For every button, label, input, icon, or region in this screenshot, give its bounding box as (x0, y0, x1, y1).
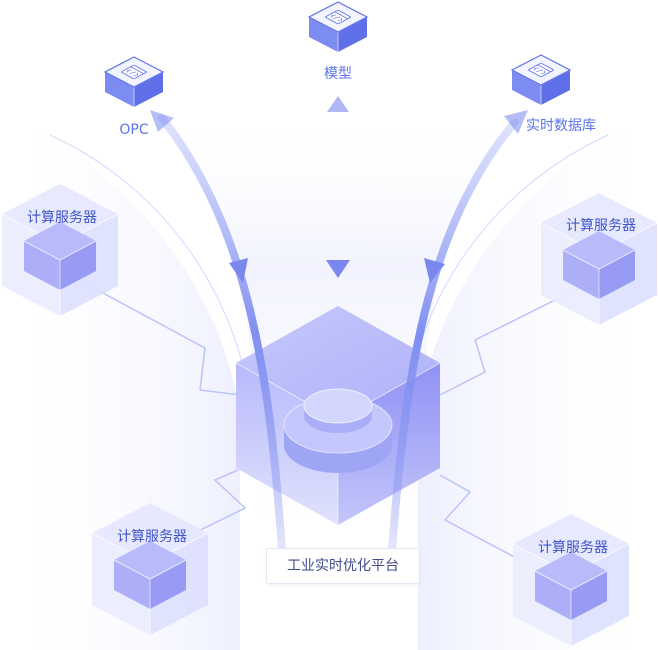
arrowhead-db-tip (504, 110, 528, 134)
code-window-icon (325, 10, 351, 24)
source-block (308, 2, 368, 52)
compute-server-server-bottom-right (512, 514, 630, 646)
code-window-icon (528, 63, 554, 77)
connector-top-right (439, 284, 586, 396)
arrowhead-db-mid (424, 258, 445, 283)
source-label-opc: OPC (119, 122, 149, 138)
compute-server-server-top-left (1, 184, 119, 316)
connector-bottom-right (439, 474, 521, 561)
compute-server-server-top-right (540, 193, 658, 325)
server-inner-cube (23, 222, 97, 290)
arrowhead-opc-mid (229, 258, 248, 283)
connector-bottom-left (169, 469, 247, 546)
server-label-bottom-right: 计算服务器 (538, 540, 608, 556)
source-label-model: 模型 (324, 66, 352, 82)
connector-top-left (74, 277, 241, 396)
server-inner-cube (534, 552, 608, 620)
source-model-icon (307, 1, 369, 52)
source-realtime-db-icon (510, 54, 572, 105)
source-opc-icon (103, 56, 165, 107)
server-connectors (74, 277, 586, 561)
server-label-bottom-left: 计算服务器 (117, 529, 187, 545)
code-window-icon (121, 65, 147, 79)
arrow-to-opc (158, 114, 286, 554)
server-label-top-right: 计算服务器 (566, 218, 636, 234)
server-inner-cube (113, 541, 187, 609)
data-sources (103, 1, 572, 107)
server-label-top-left: 计算服务器 (27, 210, 97, 226)
arrow-to-realtime-db (388, 118, 519, 554)
compute-servers (1, 184, 658, 646)
data-flow-arrows (158, 106, 519, 554)
arrowhead-model-tip (327, 96, 349, 112)
source-block (104, 57, 164, 107)
arrowhead-opc-tip (150, 110, 174, 132)
arrow-heads (150, 96, 528, 283)
arrowhead-model-mid (326, 260, 350, 278)
source-label-realtime-db: 实时数据库 (526, 118, 596, 134)
platform-label: 工业实时优化平台 (266, 548, 420, 584)
server-inner-cube (562, 231, 636, 299)
compute-server-server-bottom-left (91, 503, 209, 635)
source-block (511, 55, 571, 105)
